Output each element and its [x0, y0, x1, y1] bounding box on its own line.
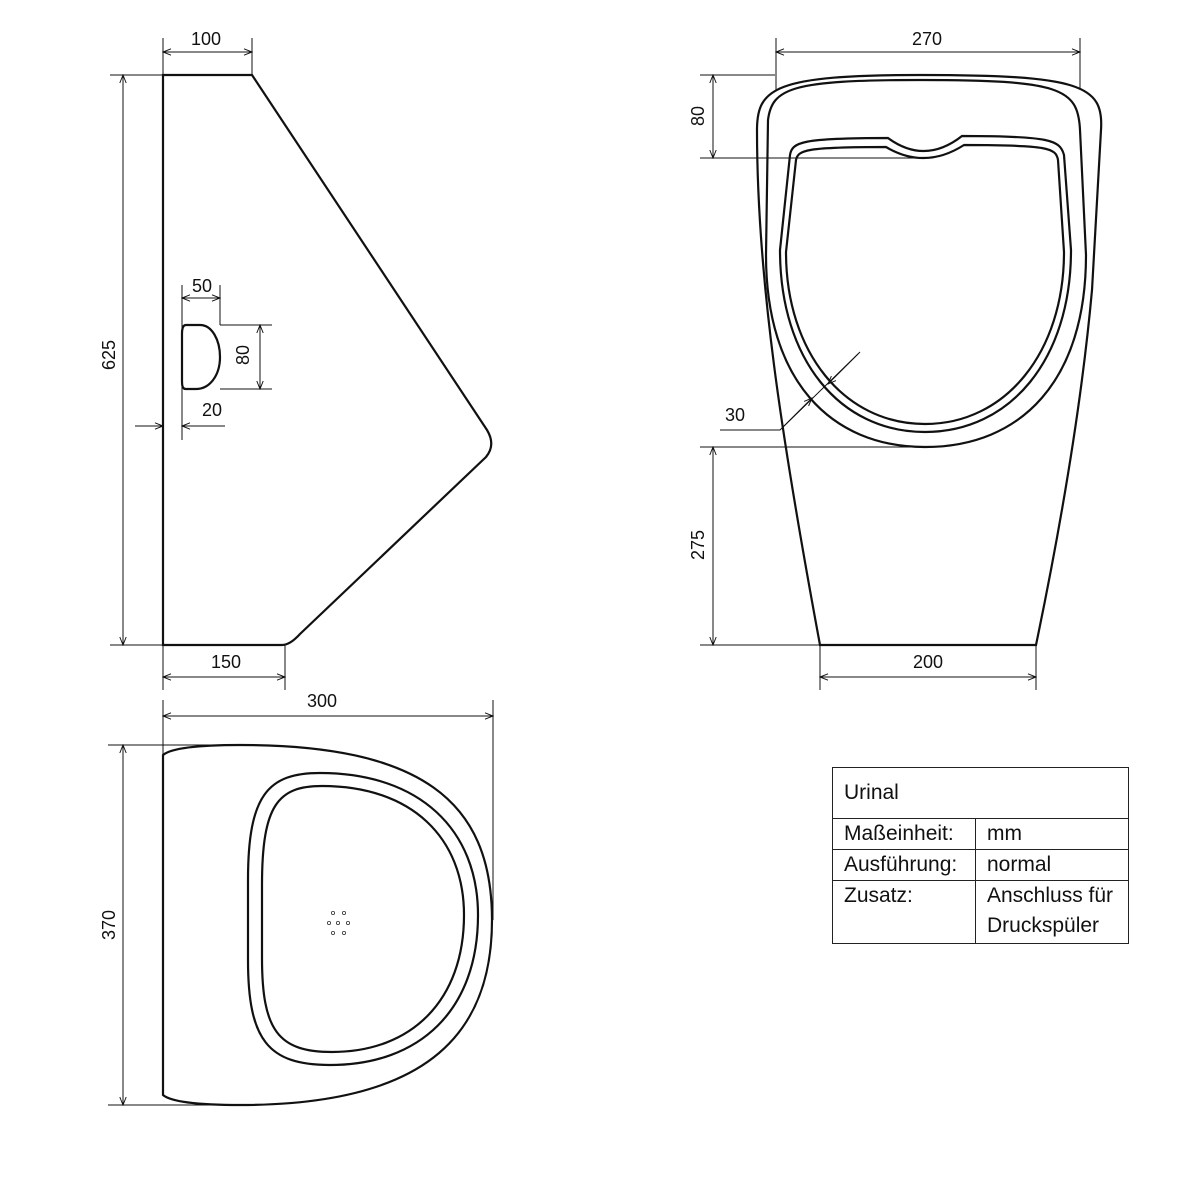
dim-top-depth: 300: [307, 691, 337, 711]
top-rim-outer: [246, 771, 480, 1067]
front-bowl-outer: [778, 134, 1073, 434]
info-label: Ausführung:: [832, 849, 976, 881]
info-table: Urinal Maßeinheit: mm Ausführung: normal…: [832, 767, 1129, 944]
dim-inlet-height: 80: [233, 345, 253, 365]
inlet-opening: [180, 323, 222, 391]
dim-front-lower: 275: [688, 530, 708, 560]
front-view: 270 80 30 275 200: [688, 29, 1103, 690]
dim-side-height: 625: [99, 340, 119, 370]
drain-holes-icon: [326, 911, 350, 936]
dim-front-top: 80: [688, 106, 708, 126]
dim-inlet-offset: 20: [202, 400, 222, 420]
info-label: Maßeinheit:: [832, 818, 976, 850]
top-view: 300 370: [99, 691, 493, 1107]
dim-front-width: 270: [912, 29, 942, 49]
front-rim: [764, 78, 1088, 449]
dim-inlet-width: 50: [192, 276, 212, 296]
dim-top-width: 370: [99, 910, 119, 940]
front-bowl-inner: [784, 143, 1066, 426]
dim-front-rim: 30: [725, 405, 745, 425]
side-view: 100 625 50 80 20 150: [99, 29, 493, 690]
info-value: mm: [975, 818, 1129, 850]
info-value: Anschluss für Druckspüler: [975, 880, 1129, 944]
side-outline: [161, 73, 493, 647]
info-title: Urinal: [832, 767, 1129, 819]
dim-front-bottom: 200: [913, 652, 943, 672]
top-rim-inner: [260, 784, 466, 1054]
dim-side-top: 100: [191, 29, 221, 49]
info-label: Zusatz:: [832, 880, 976, 944]
dim-side-bottom: 150: [211, 652, 241, 672]
info-value: normal: [975, 849, 1129, 881]
front-outline: [755, 73, 1103, 647]
